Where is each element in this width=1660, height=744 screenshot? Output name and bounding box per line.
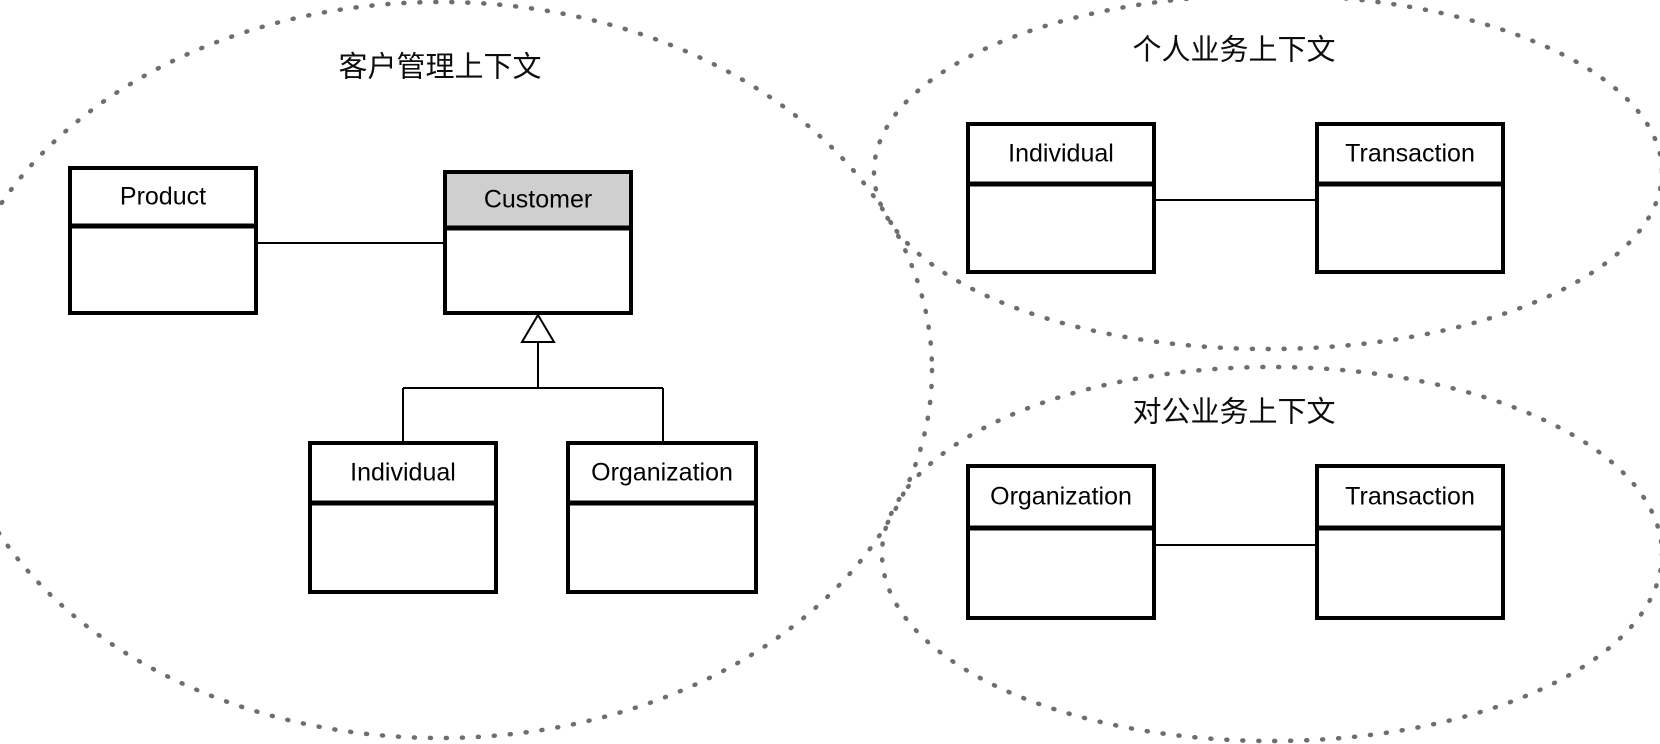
class-box-cb-transaction[interactable]: Transaction xyxy=(1315,464,1505,620)
class-name-label: Customer xyxy=(484,186,592,214)
class-box-header xyxy=(1319,126,1501,184)
class-box-header xyxy=(970,468,1152,528)
class-name-label: Organization xyxy=(990,483,1132,511)
class-box-cm-organization[interactable]: Organization xyxy=(566,441,758,594)
class-box-pb-transaction[interactable]: Transaction xyxy=(1315,122,1505,274)
class-box-cm-individual[interactable]: Individual xyxy=(308,441,498,594)
context-boundary-personal-business[interactable] xyxy=(871,0,1660,352)
class-box-header xyxy=(1319,468,1501,528)
class-name-label: Individual xyxy=(1008,140,1114,168)
context-title-customer-management: 客户管理上下文 xyxy=(338,51,541,84)
class-box-header xyxy=(312,445,494,503)
context-title-personal-business: 个人业务上下文 xyxy=(1132,34,1335,67)
class-name-label: Individual xyxy=(350,459,456,487)
class-box-header xyxy=(72,170,254,226)
class-box-border xyxy=(308,441,498,594)
class-box-header xyxy=(970,126,1152,184)
class-box-border xyxy=(443,170,633,315)
class-box-border xyxy=(1315,122,1505,274)
class-box-border xyxy=(966,464,1156,620)
class-box-pb-individual[interactable]: Individual xyxy=(966,122,1156,274)
class-box-border xyxy=(566,441,758,594)
class-name-label: Product xyxy=(120,183,206,211)
class-box-cb-organization[interactable]: Organization xyxy=(966,464,1156,620)
class-box-header xyxy=(570,445,754,503)
generalization-customer-subtypes[interactable] xyxy=(402,342,664,443)
class-name-label: Organization xyxy=(591,459,733,487)
context-boundary-customer-management[interactable] xyxy=(0,0,935,741)
class-name-label: Transaction xyxy=(1345,483,1475,511)
class-box-border xyxy=(68,166,258,315)
context-title-corporate-business: 对公业务上下文 xyxy=(1132,396,1335,429)
context-boundary-corporate-business[interactable] xyxy=(879,364,1660,744)
class-box-border xyxy=(966,122,1156,274)
relations xyxy=(256,199,1317,546)
class-box-border xyxy=(1315,464,1505,620)
class-box-product[interactable]: Product xyxy=(68,166,258,315)
generalization-arrowhead-icon xyxy=(520,313,556,343)
class-box-customer[interactable]: Customer xyxy=(443,170,633,315)
context-titles: 客户管理上下文 个人业务上下文 对公业务上下文 xyxy=(338,34,1335,429)
class-boxes: Product Customer Individual xyxy=(68,122,1505,620)
class-box-header-highlighted xyxy=(447,174,629,228)
class-name-label: Transaction xyxy=(1345,140,1475,168)
